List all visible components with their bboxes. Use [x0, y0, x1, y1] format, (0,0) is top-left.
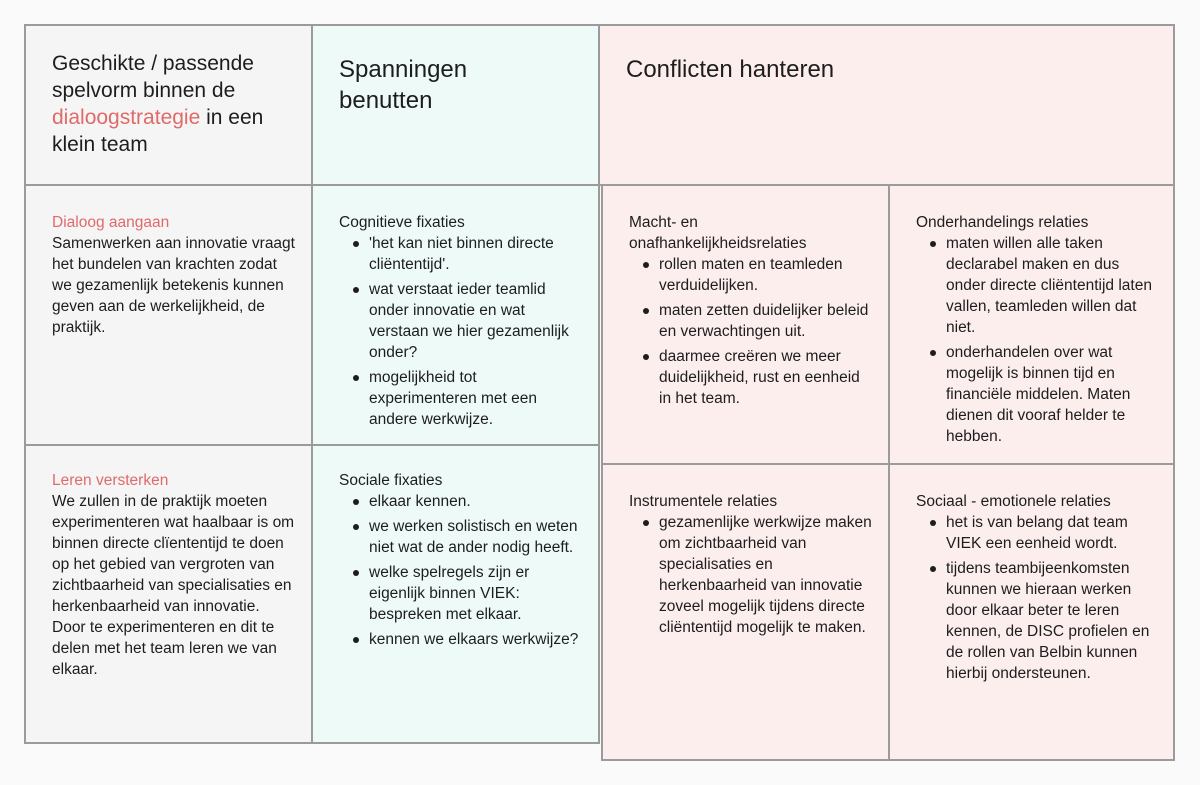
header-spanningen-title: Spanningen benutten — [339, 56, 468, 114]
instrumenteel-list: gezamenlijke werkwijze maken om zichtbaa… — [629, 512, 874, 638]
list-item: het is van belang dat team VIEK een eenh… — [930, 512, 1159, 554]
list-item: onderhandelen over wat mogelijk is binne… — [930, 342, 1159, 447]
list-item: we werken solistisch en weten niet wat d… — [353, 516, 584, 558]
sociaal-list: elkaar kennen. we werken solistisch en w… — [339, 491, 584, 650]
leren-text: We zullen in de praktijk moeten experime… — [52, 493, 295, 678]
list-item: maten zetten duidelijker beleid en verwa… — [643, 300, 874, 342]
leren-title: Leren versterken — [52, 472, 169, 489]
leren-cell: Leren versterken We zullen in de praktij… — [24, 444, 313, 744]
header-spanningen-cell: Spanningen benutten — [311, 24, 600, 186]
onderhandeling-cell: Onderhandelings relaties maten willen al… — [888, 184, 1175, 465]
macht-list: rollen maten en teamleden verduidelijken… — [629, 254, 874, 409]
macht-title: Macht- en onafhankelijkheidsrelaties — [629, 214, 807, 252]
macht-cell: Macht- en onafhankelijkheidsrelaties rol… — [601, 184, 890, 465]
cognitief-cell: Cognitieve fixaties 'het kan niet binnen… — [311, 184, 600, 446]
dialoog-title: Dialoog aangaan — [52, 214, 170, 231]
sociaal-cell: Sociale fixaties elkaar kennen. we werke… — [311, 444, 600, 744]
cognitief-list: 'het kan niet binnen directe cliëntentij… — [339, 233, 584, 430]
onderhandeling-title: Onderhandelings relaties — [916, 214, 1089, 231]
emotioneel-cell: Sociaal - emotionele relaties het is van… — [888, 463, 1175, 761]
list-item: rollen maten en teamleden verduidelijken… — [643, 254, 874, 296]
instrumenteel-title: Instrumentele relaties — [629, 493, 778, 510]
header-conflicten-title: Conflicten hanteren — [626, 56, 835, 83]
list-item: maten willen alle taken declarabel maken… — [930, 233, 1159, 338]
header-conflicten-cell: Conflicten hanteren — [598, 24, 1175, 186]
header-strategy-title: Geschikte / passende spelvorm binnen de … — [52, 52, 264, 156]
onderhandeling-list: maten willen alle taken declarabel maken… — [916, 233, 1159, 447]
strategy-accent-word: dialoogstrategie — [52, 106, 201, 129]
dialoog-cell: Dialoog aangaan Samenwerken aan innovati… — [24, 184, 313, 446]
sociaal-title: Sociale fixaties — [339, 472, 443, 489]
list-item: tijdens teambijeenkomsten kunnen we hier… — [930, 558, 1159, 684]
list-item: elkaar kennen. — [353, 491, 584, 512]
instrumenteel-cell: Instrumentele relaties gezamenlijke werk… — [601, 463, 890, 761]
list-item: daarmee creëren we meer duidelijkheid, r… — [643, 346, 874, 409]
list-item: mogelijkheid tot experimenteren met een … — [353, 367, 584, 430]
list-item: gezamenlijke werkwijze maken om zichtbaa… — [643, 512, 874, 638]
list-item: kennen we elkaars werkwijze? — [353, 629, 584, 650]
cognitief-title: Cognitieve fixaties — [339, 214, 465, 231]
list-item: 'het kan niet binnen directe cliëntentij… — [353, 233, 584, 275]
list-item: wat verstaat ieder teamlid onder innovat… — [353, 279, 584, 363]
list-item: welke spelregels zijn er eigenlijk binne… — [353, 562, 584, 625]
dialoog-text: Samenwerken aan innovatie vraagt het bun… — [52, 235, 295, 336]
emotioneel-list: het is van belang dat team VIEK een eenh… — [916, 512, 1159, 684]
header-strategy-cell: Geschikte / passende spelvorm binnen de … — [24, 24, 313, 186]
emotioneel-title: Sociaal - emotionele relaties — [916, 493, 1111, 510]
